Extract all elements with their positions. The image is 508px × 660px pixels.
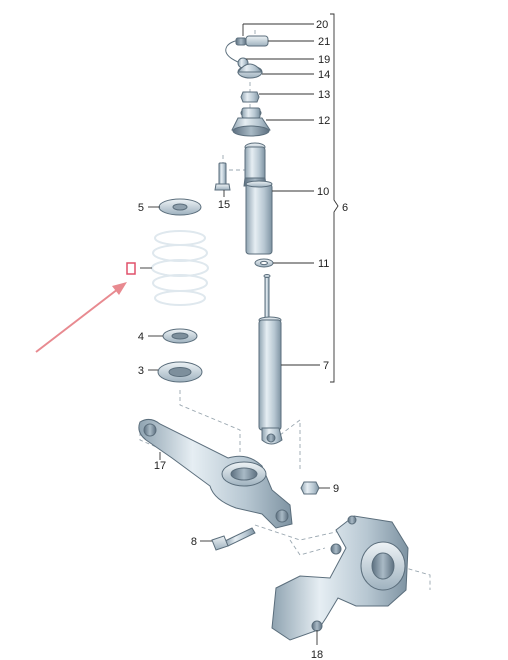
label-8: 8 [191, 536, 197, 548]
label-7: 7 [323, 360, 329, 372]
hex-nut [240, 91, 260, 103]
label-10: 10 [317, 186, 329, 198]
label-11: 11 [318, 258, 329, 270]
spring-pad [157, 361, 203, 383]
shock-absorber [258, 274, 283, 445]
label-21: 21 [318, 36, 330, 48]
highlight-callout [35, 262, 136, 353]
spring-lower-seat [162, 328, 198, 344]
hex-bolt-small [214, 162, 231, 191]
wheel-bearing-housing [271, 515, 409, 641]
highlight-arrow-shaft [35, 288, 119, 353]
label-3: 3 [138, 365, 144, 377]
protective-cap [236, 63, 264, 79]
label-13: 13 [318, 89, 330, 101]
label-4: 4 [138, 331, 144, 343]
protective-sleeve [243, 142, 273, 255]
leader-lines [140, 13, 339, 645]
highlight-arrow-head [112, 282, 127, 295]
spring-upper-seat [158, 198, 202, 216]
hex-bolt-long [211, 527, 256, 551]
label-15: 15 [218, 199, 230, 211]
label-14: 14 [318, 69, 330, 81]
label-18: 18 [311, 649, 323, 660]
label-9: 9 [333, 483, 339, 495]
part-number-labels: 20 21 19 14 13 12 10 15 6 5 11 4 3 7 17 … [138, 19, 348, 660]
top-mount [231, 107, 271, 137]
stop-washer [254, 258, 274, 268]
label-6: 6 [342, 202, 348, 214]
coil-spring [151, 230, 209, 306]
hex-nut-lower [300, 481, 320, 495]
label-12: 12 [318, 115, 330, 127]
label-20: 20 [316, 19, 328, 31]
highlight-box [126, 262, 136, 275]
label-5: 5 [138, 202, 144, 214]
lower-control-arm [138, 418, 293, 529]
label-19: 19 [318, 54, 330, 66]
label-17: 17 [154, 460, 166, 472]
level-sensor-cable [225, 35, 269, 69]
